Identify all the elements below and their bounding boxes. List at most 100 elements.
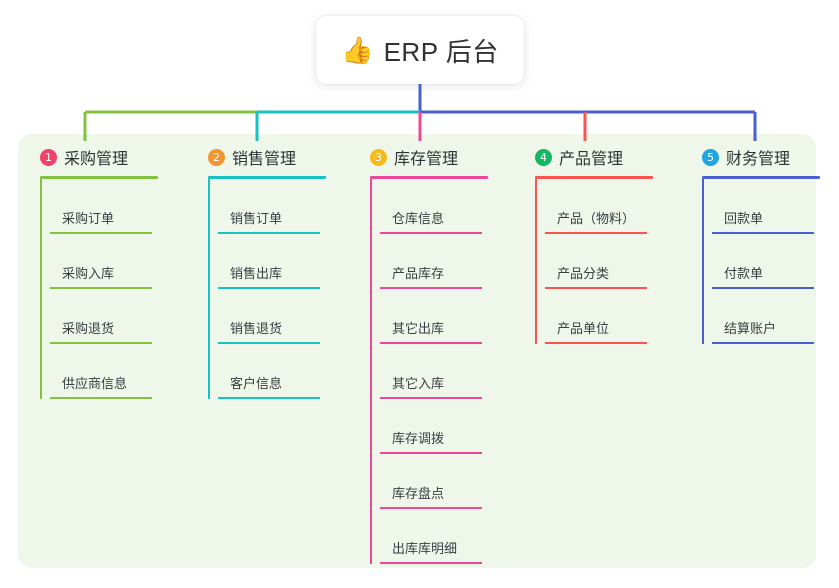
- branch-spine: [702, 179, 704, 344]
- branch-item-label: 销售出库: [230, 266, 283, 281]
- branch-spine: [208, 179, 210, 399]
- branch-number-badge: 1: [40, 148, 57, 166]
- branch-item[interactable]: 出库库明细: [370, 509, 520, 564]
- branch-item-underline: [380, 397, 482, 399]
- branch-item[interactable]: 销售订单: [208, 179, 358, 234]
- branch-item-underline: [380, 507, 482, 509]
- branch-underline: [208, 176, 326, 179]
- branch-item-label: 供应商信息: [62, 376, 128, 391]
- branch-item[interactable]: 采购入库: [40, 234, 190, 289]
- branch-header[interactable]: 2 销售管理: [198, 144, 358, 170]
- branch-item-label: 客户信息: [230, 376, 283, 391]
- branch-item-underline: [545, 342, 647, 344]
- branch-header[interactable]: 1 采购管理: [30, 144, 190, 170]
- branch-title: 库存管理: [394, 151, 459, 168]
- branch-number-badge: 3: [370, 148, 387, 166]
- branch-item[interactable]: 产品单位: [535, 289, 685, 344]
- branch-item-label: 库存调拨: [392, 431, 445, 446]
- branch-item-label: 销售订单: [230, 211, 283, 226]
- branch-header[interactable]: 3 库存管理: [360, 144, 520, 170]
- branch-header[interactable]: 4 产品管理: [525, 144, 685, 170]
- branch-item[interactable]: 产品库存: [370, 234, 520, 289]
- branch-item-label: 出库库明细: [392, 541, 458, 556]
- branch-item-label: 采购退货: [62, 321, 115, 336]
- branch-item-underline: [50, 232, 152, 234]
- branch-number-badge: 2: [208, 148, 225, 166]
- branch-item-underline: [218, 287, 320, 289]
- branch-item-underline: [545, 232, 647, 234]
- branch-item[interactable]: 付款单: [702, 234, 839, 289]
- branch-item-underline: [712, 287, 814, 289]
- branch-item[interactable]: 结算账户: [702, 289, 839, 344]
- branch-item-label: 销售退货: [230, 321, 283, 336]
- branch-item-underline: [218, 397, 320, 399]
- branch-item[interactable]: 库存盘点: [370, 454, 520, 509]
- branch-item-underline: [545, 287, 647, 289]
- branch-item[interactable]: 其它出库: [370, 289, 520, 344]
- branch-item-label: 采购订单: [62, 211, 115, 226]
- branch-header[interactable]: 5 财务管理: [692, 144, 839, 170]
- branch-item-label: 结算账户: [724, 321, 777, 336]
- branch-column-4: 4 产品管理产品（物料） 产品分类产品单位: [525, 144, 685, 344]
- branch-item-underline: [218, 232, 320, 234]
- branch-item-label: 产品单位: [557, 321, 610, 336]
- branch-item-list: 采购订单采购入库采购退货供应商信息: [30, 179, 190, 399]
- branch-spine: [370, 179, 372, 564]
- branch-title: 财务管理: [726, 151, 791, 168]
- branch-item-underline: [218, 342, 320, 344]
- branch-item[interactable]: 客户信息: [208, 344, 358, 399]
- branch-title: 产品管理: [559, 151, 624, 168]
- branch-number-badge: 4: [535, 148, 552, 166]
- branch-item-underline: [380, 452, 482, 454]
- branch-item-underline: [380, 232, 482, 234]
- branch-item[interactable]: 销售出库: [208, 234, 358, 289]
- branches-panel: [18, 134, 816, 568]
- branch-title: 采购管理: [64, 151, 129, 168]
- branch-underline: [535, 176, 653, 179]
- branch-spine: [40, 179, 42, 399]
- branch-title: 销售管理: [232, 151, 297, 168]
- branch-item[interactable]: 库存调拨: [370, 399, 520, 454]
- branch-item-underline: [50, 397, 152, 399]
- branch-item[interactable]: 采购订单: [40, 179, 190, 234]
- branch-column-1: 1 采购管理采购订单采购入库采购退货供应商信息: [30, 144, 190, 399]
- branch-item-label: 仓库信息: [392, 211, 445, 226]
- branch-item-list: 仓库信息产品库存其它出库其它入库库存调拨库存盘点出库库明细: [360, 179, 520, 564]
- thumbs-up-icon: 👍: [341, 35, 374, 65]
- branch-item[interactable]: 供应商信息: [40, 344, 190, 399]
- root-title: ERP 后台: [383, 36, 499, 67]
- root-node[interactable]: 👍 ERP 后台: [316, 16, 524, 84]
- branch-item-label: 产品库存: [392, 266, 445, 281]
- branch-item-label: 采购入库: [62, 266, 115, 281]
- branch-item-label: 产品分类: [557, 266, 610, 281]
- branch-column-5: 5 财务管理回款单付款单结算账户: [692, 144, 839, 344]
- branch-number-badge: 5: [702, 148, 719, 166]
- branch-item-list: 回款单付款单结算账户: [692, 179, 839, 344]
- branch-item-underline: [712, 232, 814, 234]
- branch-item[interactable]: 仓库信息: [370, 179, 520, 234]
- branch-item-label: 库存盘点: [392, 486, 445, 501]
- branch-item-label: 付款单: [724, 266, 764, 281]
- branch-item-underline: [712, 342, 814, 344]
- branch-item[interactable]: 其它入库: [370, 344, 520, 399]
- branch-item-label: 回款单: [724, 211, 764, 226]
- branch-underline: [702, 176, 820, 179]
- branch-item-label: 其它出库: [392, 321, 445, 336]
- branch-item[interactable]: 产品（物料）: [535, 179, 685, 234]
- branch-item-list: 产品（物料） 产品分类产品单位: [525, 179, 685, 344]
- branch-item-underline: [380, 287, 482, 289]
- branch-spine: [535, 179, 537, 344]
- branch-item[interactable]: 销售退货: [208, 289, 358, 344]
- branch-item-underline: [380, 342, 482, 344]
- branch-item[interactable]: 回款单: [702, 179, 839, 234]
- branch-item-list: 销售订单销售出库销售退货客户信息: [198, 179, 358, 399]
- branch-underline: [370, 176, 488, 179]
- branch-underline: [40, 176, 158, 179]
- branch-column-2: 2 销售管理销售订单销售出库销售退货客户信息: [198, 144, 358, 399]
- branch-item[interactable]: 产品分类: [535, 234, 685, 289]
- branch-item-underline: [380, 562, 482, 564]
- branch-item-label: 其它入库: [392, 376, 445, 391]
- branch-item[interactable]: 采购退货: [40, 289, 190, 344]
- branch-column-3: 3 库存管理仓库信息产品库存其它出库其它入库库存调拨库存盘点出库库明细: [360, 144, 520, 564]
